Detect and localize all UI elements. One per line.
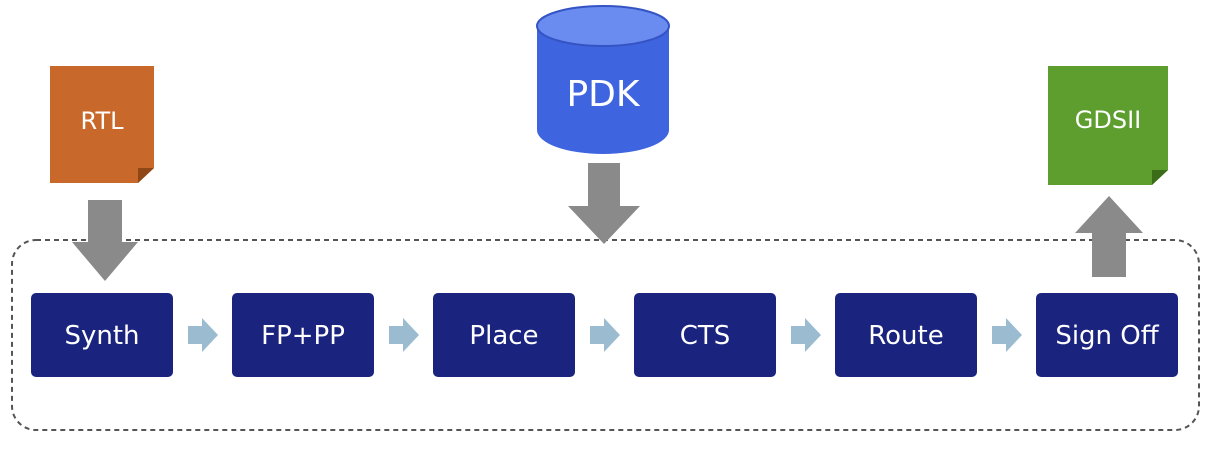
gdsii-label: GDSII: [1075, 106, 1141, 134]
step-label: Synth: [64, 321, 139, 351]
step-label: FP+PP: [261, 321, 345, 351]
gdsii-arrow-icon: [1075, 196, 1143, 277]
flow-step-cts: CTS: [634, 293, 776, 377]
connector-arrow-icon: [590, 318, 620, 352]
connector-arrow-icon: [389, 318, 419, 352]
step-label: Place: [469, 321, 538, 351]
gdsii-document: GDSII: [1048, 66, 1168, 185]
flow-step-fp-pp: FP+PP: [232, 293, 374, 377]
pdk-label: PDK: [566, 74, 640, 115]
connector-arrow-icon: [188, 318, 218, 352]
flow-step-sign-off: Sign Off: [1036, 293, 1178, 377]
flow-step-place: Place: [433, 293, 575, 377]
pdk-arrow-icon: [568, 163, 640, 244]
connector-arrow-icon: [791, 318, 821, 352]
step-label: Sign Off: [1055, 321, 1159, 351]
rtl-document: RTL: [50, 66, 154, 183]
rtl-arrow-icon: [72, 200, 138, 281]
pdk-database-icon: PDK: [536, 5, 670, 154]
rtl-label: RTL: [81, 107, 125, 135]
step-label: Route: [868, 321, 943, 351]
connector-arrow-icon: [992, 318, 1022, 352]
flow-step-synth: Synth: [31, 293, 173, 377]
step-label: CTS: [680, 321, 731, 351]
flow-step-route: Route: [835, 293, 977, 377]
